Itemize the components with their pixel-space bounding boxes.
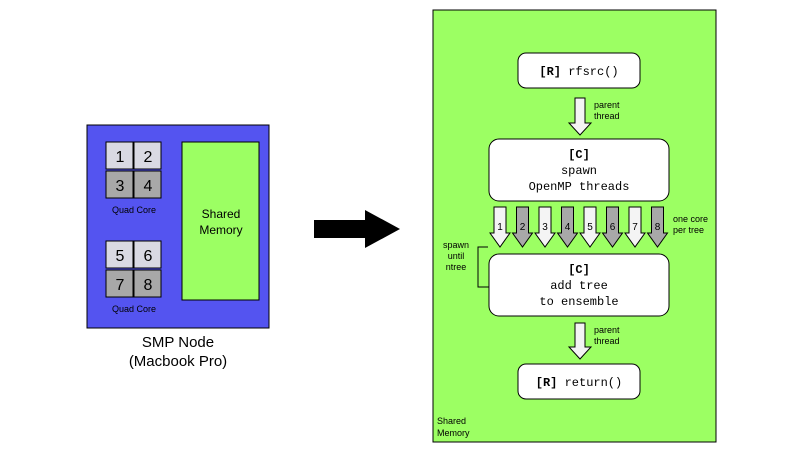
- rfsrc-tag: [R]: [539, 65, 561, 79]
- thread-arrow-icon-3: [534, 206, 556, 248]
- thread-label-1: 1: [497, 222, 503, 233]
- thread-label-2: 2: [520, 222, 526, 233]
- parent-thread-arrow-icon-1: [567, 97, 593, 136]
- flow-memory-label-line1: Shared: [437, 416, 466, 426]
- node-shared-memory: [181, 141, 260, 301]
- smp-node: 1 2 3 4 Quad Core 5 6 7 8 Quad Core Shar…: [86, 124, 270, 370]
- thread-label-6: 6: [610, 222, 616, 233]
- node-memory-label-line1: Shared: [202, 207, 241, 221]
- thread-arrow-icon-2: [511, 206, 534, 248]
- thread-arrows: 1 2 3 4 5 6 7 8: [489, 206, 669, 248]
- core-label-4: 4: [144, 178, 153, 195]
- thread-label-7: 7: [632, 222, 638, 233]
- core-cell-1: [105, 141, 134, 170]
- add-tree-box-line2: to ensemble: [539, 295, 618, 309]
- add-tree-box-line1: add tree: [550, 279, 608, 293]
- return-tag: [R]: [536, 376, 558, 390]
- core-label-3: 3: [116, 178, 125, 195]
- parent-thread-arrow-icon-2: [567, 322, 593, 360]
- thread-label-4: 4: [565, 222, 571, 233]
- add-tree-box: [488, 253, 670, 317]
- thread-arrow-icon-8: [646, 206, 669, 248]
- core-cell-6: [133, 240, 162, 269]
- spawn-box-line1: spawn: [561, 164, 597, 178]
- transition-arrow-icon: [314, 210, 400, 248]
- spawn-box: [488, 138, 670, 202]
- rfsrc-call-text: rfsrc(): [568, 65, 618, 79]
- return-box-text: [R] return(): [536, 376, 622, 390]
- return-box: [517, 363, 641, 400]
- quad-core-label-1: Quad Core: [112, 205, 156, 215]
- core-label-8: 8: [144, 277, 153, 294]
- flow-memory-label-line2: Memory: [437, 428, 470, 438]
- core-label-5: 5: [116, 248, 125, 265]
- smp-node-caption-line2: (Macbook Pro): [129, 353, 227, 370]
- core-label-7: 7: [116, 277, 125, 294]
- node-memory-label-line2: Memory: [199, 223, 242, 237]
- flow-panel: [R] rfsrc() parent thread [C] spawn Open…: [432, 9, 717, 443]
- add-tree-box-tag: [C]: [568, 263, 590, 277]
- thread-arrow-icon-7: [624, 206, 646, 248]
- rfsrc-box-text: [R] rfsrc(): [539, 65, 618, 79]
- loop-label-line3: ntree: [446, 262, 467, 272]
- core-label-6: 6: [144, 248, 153, 265]
- thread-arrow-icon-4: [556, 206, 579, 248]
- thread-label-8: 8: [655, 222, 661, 233]
- core-cell-7: [105, 269, 134, 298]
- spawn-loop-line: [477, 246, 489, 288]
- core-cell-3: [105, 170, 134, 199]
- return-space: [557, 376, 564, 390]
- quad-core-2: 5 6 7 8 Quad Core: [105, 240, 162, 314]
- loop-label-line1: spawn: [443, 240, 469, 250]
- core-cell-5: [105, 240, 134, 269]
- core-cell-8: [133, 269, 162, 298]
- parent-thread-label-1-line2: thread: [594, 111, 620, 121]
- rfsrc-call: [561, 65, 568, 79]
- core-label-1: 1: [116, 149, 125, 166]
- core-label-2: 2: [144, 149, 153, 166]
- thread-label-5: 5: [587, 222, 593, 233]
- parent-thread-label-2-line2: thread: [594, 336, 620, 346]
- quad-core-label-2: Quad Core: [112, 304, 156, 314]
- smp-node-caption-line1: SMP Node: [142, 334, 214, 351]
- quad-core-1: 1 2 3 4 Quad Core: [105, 141, 162, 215]
- parent-thread-label-2-line1: parent: [594, 325, 620, 335]
- core-note-line1: one core: [673, 214, 708, 224]
- core-cell-2: [133, 141, 162, 170]
- spawn-box-line2: OpenMP threads: [529, 180, 630, 194]
- core-cell-4: [133, 170, 162, 199]
- core-note-line2: per tree: [673, 225, 704, 235]
- parent-thread-label-1-line1: parent: [594, 100, 620, 110]
- thread-arrow-icon-6: [601, 206, 624, 248]
- return-call-text: return(): [565, 376, 623, 390]
- thread-label-3: 3: [542, 222, 548, 233]
- thread-arrow-icon-1: [489, 206, 511, 248]
- rfsrc-box: [517, 52, 641, 89]
- loop-label-line2: until: [448, 251, 465, 261]
- spawn-box-tag: [C]: [568, 148, 590, 162]
- thread-arrow-icon-5: [579, 206, 601, 248]
